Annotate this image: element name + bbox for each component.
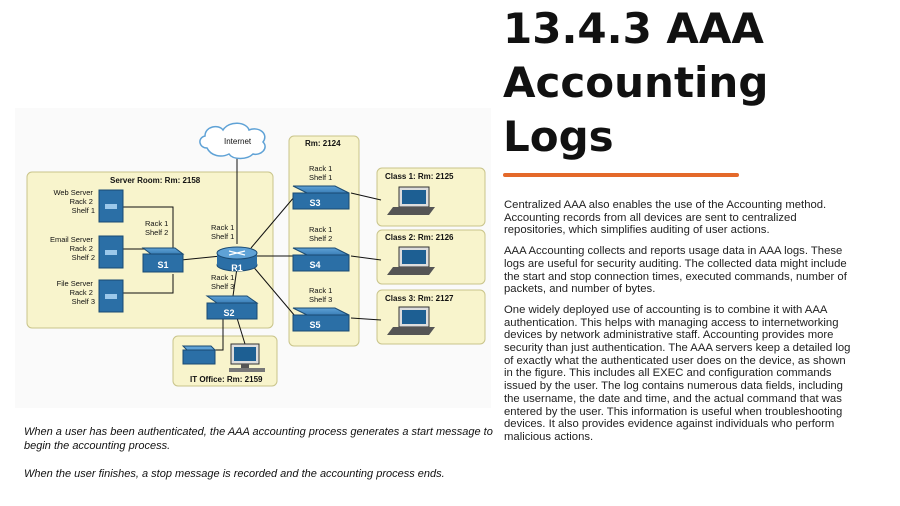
svg-text:Rack 1 Shelf 3: Rack 1 Shelf 3	[211, 273, 236, 291]
caption-line-2: When the user finishes, a stop message i…	[24, 468, 445, 480]
server-room-label: Server Room: Rm: 2158	[110, 176, 201, 185]
network-diagram-svg: Server Room: Rm: 2158 IT Office: Rm: 215…	[26, 122, 486, 387]
internet-label: Internet	[224, 137, 252, 146]
paragraph-3: One widely deployed use of accounting is…	[504, 303, 851, 443]
email-server-rack: Rack 2	[70, 244, 93, 253]
s2-shelf: Shelf 3	[211, 282, 234, 291]
class2-label: Class 2: Rm: 2126	[385, 233, 454, 242]
web-server-rack: Rack 2	[70, 197, 93, 206]
email-server-shelf: Shelf 2	[72, 253, 95, 262]
switch-s4-icon	[292, 247, 350, 272]
web-server-name: Web Server	[53, 188, 93, 197]
body-text: Centralized AAA also enables the use of …	[504, 199, 856, 452]
svg-text:Rack 1 Shelf 1: Rack 1 Shelf 1	[211, 223, 236, 241]
s5-rack: Rack 1	[309, 286, 332, 295]
caption-line-1: When a user has been authenticated, the …	[24, 426, 493, 452]
s1-shelf: Shelf 2	[145, 228, 168, 237]
file-server-icon	[98, 279, 124, 313]
r1-rack: Rack 1	[211, 223, 234, 232]
title-underline	[503, 173, 739, 177]
switch-s3-icon	[292, 185, 350, 210]
svg-text:File Server Rack 2 She: File Server Rack 2 Shelf 3	[57, 279, 95, 306]
switch-s2-icon	[205, 295, 259, 320]
file-server-name: File Server	[57, 279, 94, 288]
printer-icon	[181, 345, 217, 365]
paragraph-1: Centralized AAA also enables the use of …	[504, 199, 827, 237]
s4-rack: Rack 1	[309, 225, 332, 234]
svg-text:Email Server Rack 2 Sh: Email Server Rack 2 Shelf 2	[50, 235, 95, 262]
class3-label: Class 3: Rm: 2127	[385, 294, 454, 303]
svg-text:Rack 1 Shelf 1: Rack 1 Shelf 1	[309, 164, 334, 182]
network-links	[123, 156, 382, 351]
internet-cloud-icon	[199, 122, 266, 160]
s1-rack: Rack 1	[145, 219, 168, 228]
figure-caption: When a user has been authenticated, the …	[24, 425, 494, 495]
s2-rack: Rack 1	[211, 273, 234, 282]
web-server-icon	[98, 189, 124, 223]
r1-name: R1	[231, 263, 243, 273]
s3-rack: Rack 1	[309, 164, 332, 173]
laptop-class1-icon	[387, 186, 435, 215]
s3-shelf: Shelf 1	[309, 173, 332, 182]
rm2124-label: Rm: 2124	[305, 139, 341, 148]
s5-shelf: Shelf 3	[309, 295, 332, 304]
desktop-pc-icon	[229, 343, 265, 372]
svg-text:Web Server Rack 2 Shel: Web Server Rack 2 Shelf 1	[53, 188, 95, 215]
web-server-shelf: Shelf 1	[72, 206, 95, 215]
router-r1-icon	[216, 246, 258, 272]
laptop-class3-icon	[387, 306, 435, 335]
svg-text:Rack 1 Shelf 2: Rack 1 Shelf 2	[309, 225, 334, 243]
class1-label: Class 1: Rm: 2125	[385, 172, 454, 181]
svg-text:Rack 1 Shelf 2: Rack 1 Shelf 2	[145, 219, 170, 237]
paragraph-2: AAA Accounting collects and reports usag…	[504, 245, 847, 296]
file-server-shelf: Shelf 3	[72, 297, 95, 306]
email-server-icon	[98, 235, 124, 269]
switch-s1-icon	[141, 247, 185, 273]
slide-title: 13.4.3 AAA Accounting Logs	[503, 4, 769, 161]
it-office-label: IT Office: Rm: 2159	[190, 375, 263, 384]
s4-shelf: Shelf 2	[309, 234, 332, 243]
network-diagram: Server Room: Rm: 2158 IT Office: Rm: 215…	[15, 108, 491, 408]
s4-name: S4	[309, 260, 320, 270]
laptop-class2-icon	[387, 246, 435, 275]
switch-s5-icon	[292, 307, 350, 332]
s5-name: S5	[309, 320, 320, 330]
s3-name: S3	[309, 198, 320, 208]
s2-name: S2	[223, 308, 234, 318]
svg-text:Rack 1 Shelf 3: Rack 1 Shelf 3	[309, 286, 334, 304]
r1-shelf: Shelf 1	[211, 232, 234, 241]
s1-name: S1	[157, 260, 168, 270]
email-server-name: Email Server	[50, 235, 93, 244]
file-server-rack: Rack 2	[70, 288, 93, 297]
